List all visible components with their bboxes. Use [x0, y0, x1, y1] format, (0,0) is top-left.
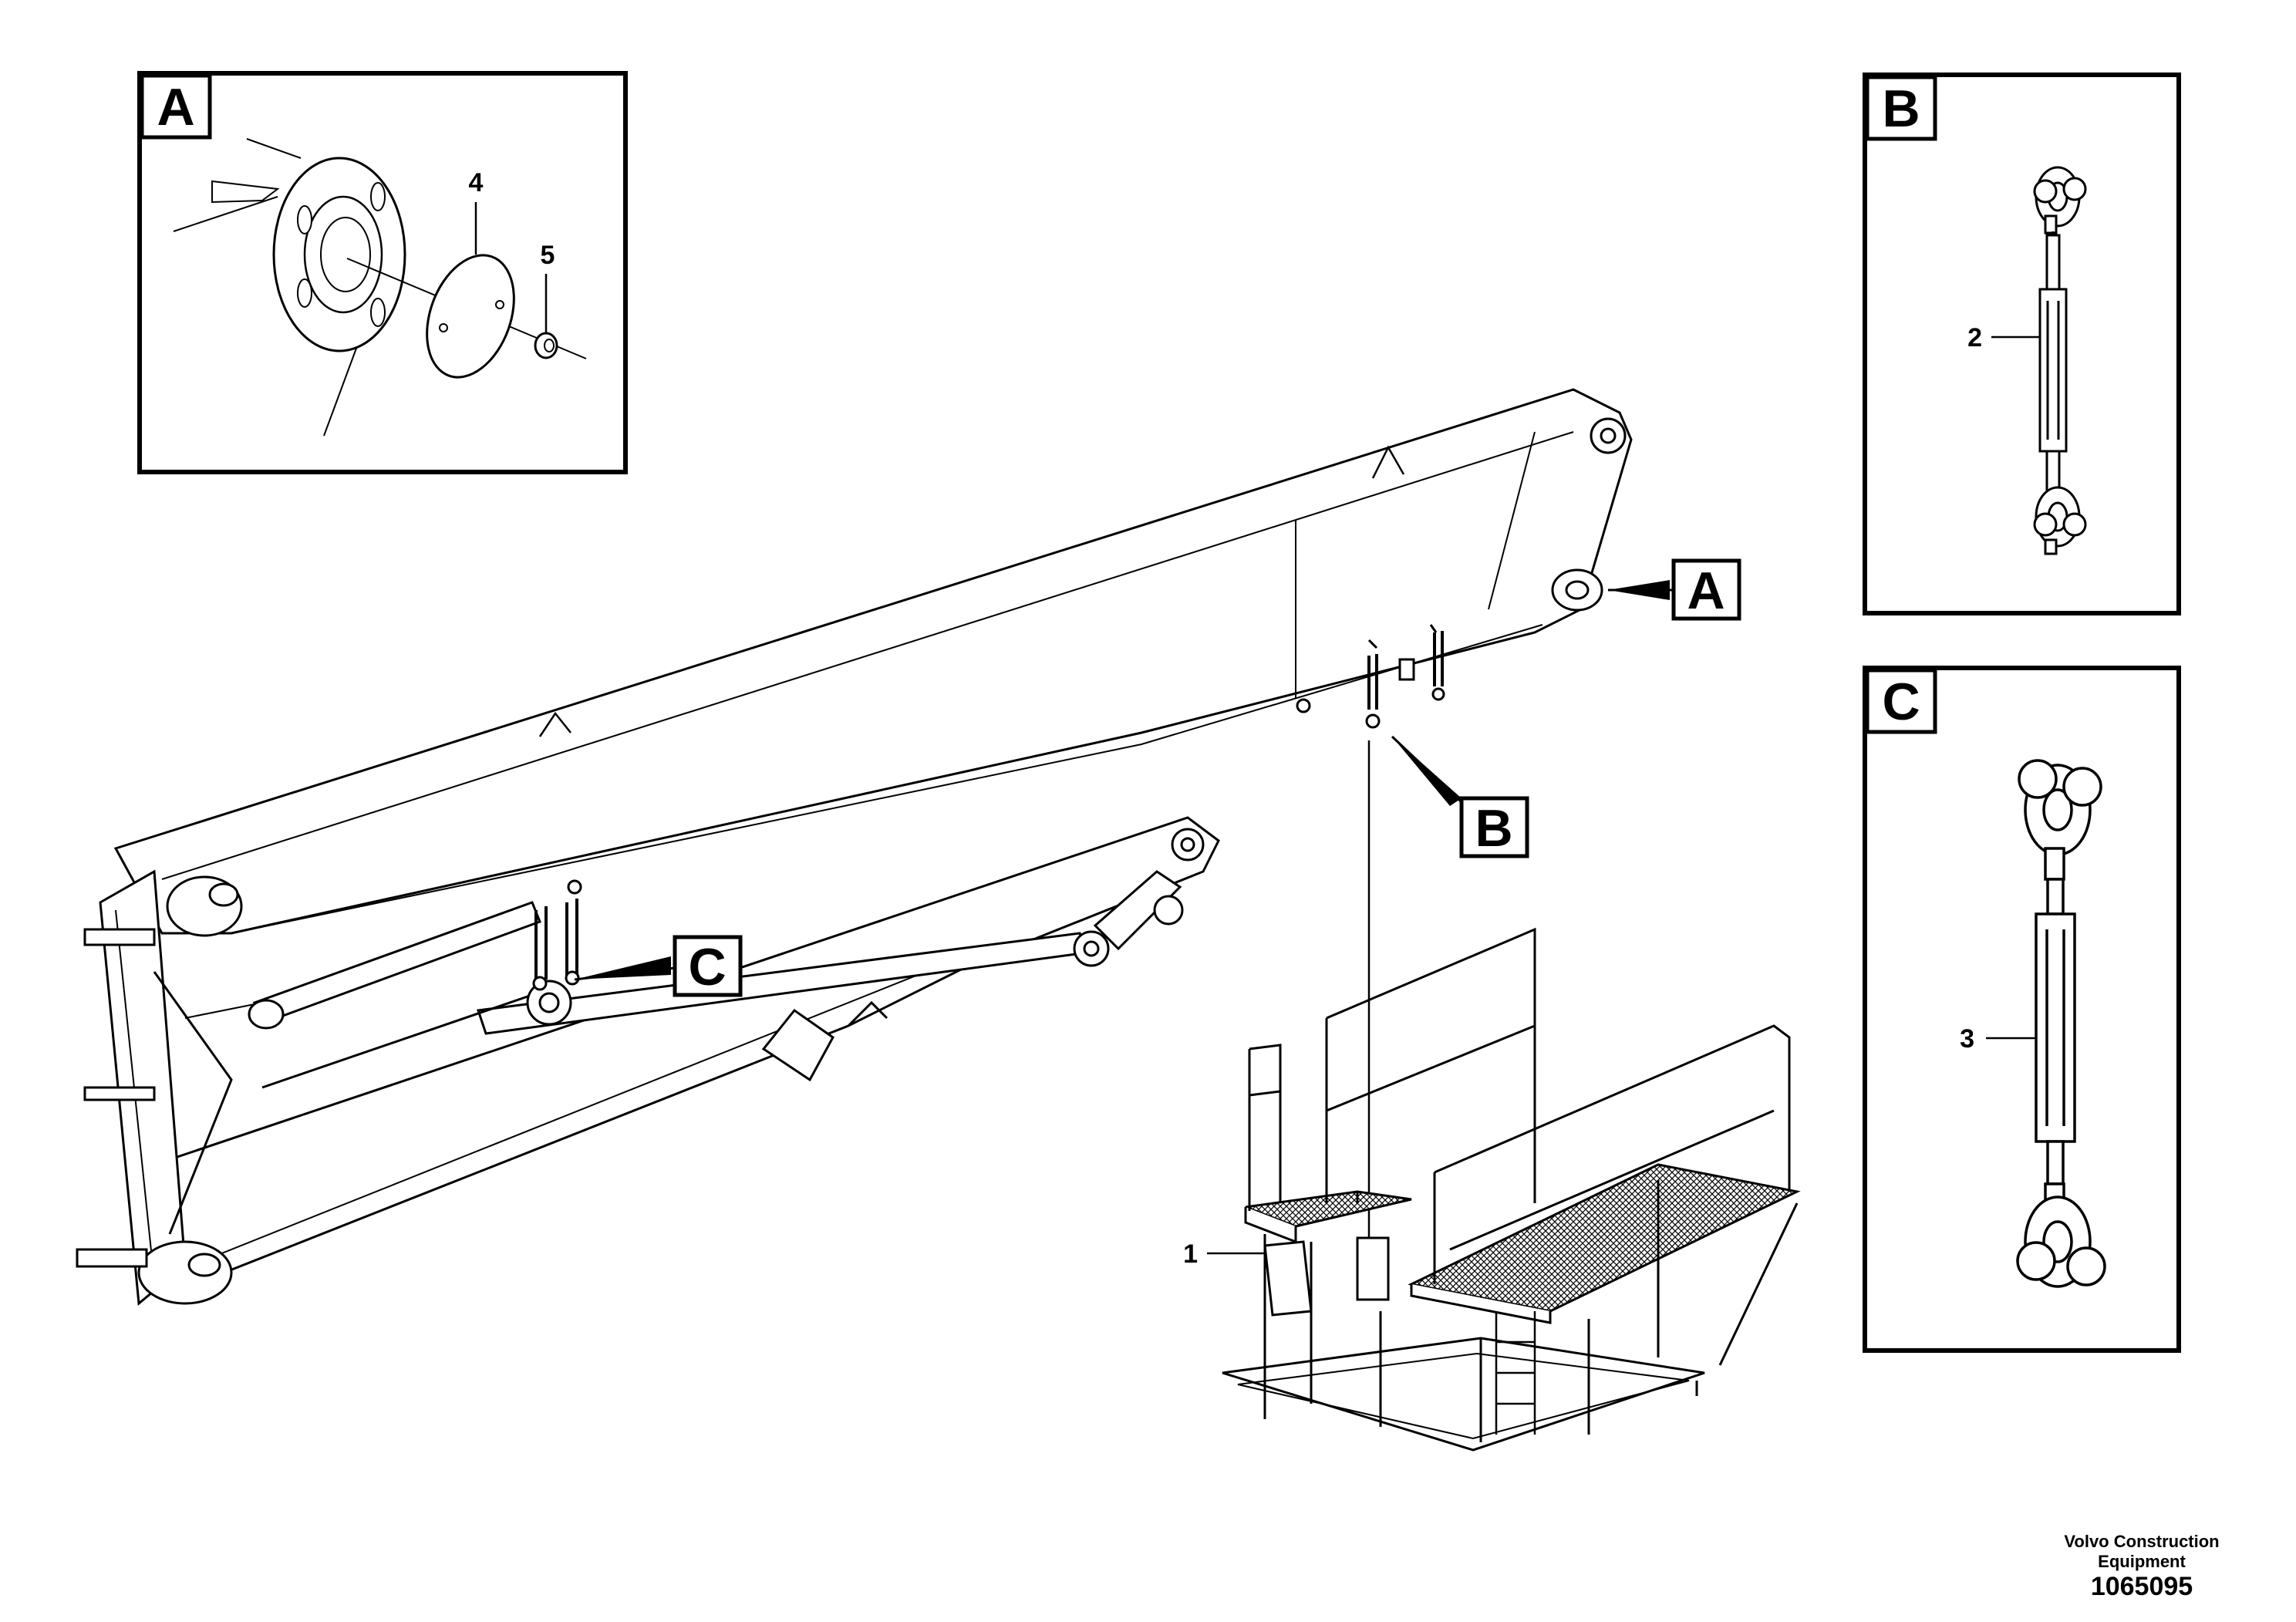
detail-b-marker-label: B: [1475, 799, 1512, 858]
detail-b-marker: B: [1391, 735, 1529, 858]
turnbuckle-small: [2033, 166, 2087, 555]
detail-c-inset-label: C: [1882, 673, 1920, 731]
detail-c-marker-label: C: [688, 938, 726, 996]
callout-1: 1: [1183, 1239, 1198, 1269]
detail-b-inset-label: B: [1882, 79, 1920, 138]
detail-a-marker: A: [1608, 558, 1741, 621]
detail-a-inset-label: A: [157, 78, 194, 137]
cover-plate: [426, 254, 515, 379]
detail-c-marker: C: [574, 935, 743, 997]
callout-4: 4: [469, 168, 484, 197]
detail-c-inset: C 3: [1863, 666, 2181, 1353]
detail-a-inset: A 4 5: [137, 71, 628, 474]
footer-company: Volvo Construction Equipment: [2064, 1532, 2220, 1571]
turnbuckle-large: [2016, 759, 2106, 1288]
callout-2: 2: [1967, 323, 1982, 352]
detail-a-marker-label: A: [1687, 561, 1725, 620]
footer-doc-number: 1065095: [2090, 1572, 2193, 1601]
detail-b-inset: B 2: [1863, 73, 2181, 615]
work-platform: [1222, 927, 1801, 1452]
callout-3: 3: [1960, 1024, 1974, 1054]
callout-5: 5: [541, 241, 555, 270]
pin-flange: [272, 157, 406, 352]
boom-assembly: [76, 388, 1633, 1306]
